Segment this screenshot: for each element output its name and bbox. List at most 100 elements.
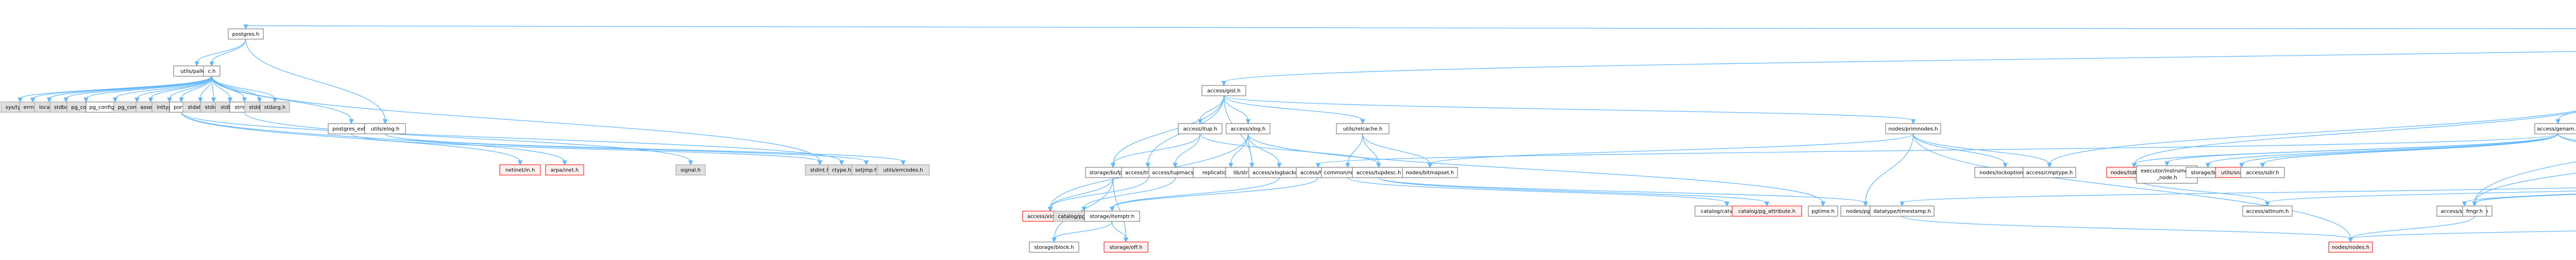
arrowhead-icon xyxy=(901,160,906,166)
graph-node-itup[interactable]: access/itup.h xyxy=(1178,123,1223,134)
graph-node-bitmapset[interactable]: nodes/bitmapset.h xyxy=(1402,167,1458,178)
arrowhead-icon xyxy=(863,160,869,166)
node-label: access/gist.h xyxy=(1207,89,1241,94)
edge-c-to-assert xyxy=(150,76,212,99)
graph-node-itemptr[interactable]: storage/itemptr.h xyxy=(1084,211,1140,222)
arrowhead-icon xyxy=(1820,201,1826,207)
arrowhead-icon xyxy=(1109,206,1115,212)
arrowhead-icon xyxy=(179,97,184,103)
node-box xyxy=(1201,85,1246,96)
graph-node-gist[interactable]: access/gist.h xyxy=(1201,85,1246,96)
node-label: catalog/pg_type_d.h xyxy=(1058,214,1110,220)
graph-node-elog[interactable]: utils/elog.h xyxy=(364,123,406,134)
node-box xyxy=(1885,123,1941,134)
arrowhead-icon xyxy=(63,97,69,103)
arrowhead-icon xyxy=(18,97,23,103)
arrowhead-icon xyxy=(1173,163,1178,168)
graph-node-errcodes[interactable]: utils/errcodes.h xyxy=(876,164,930,176)
graph-node-tupdesc[interactable]: access/tupdesc.h xyxy=(1352,167,1405,178)
graph-node-arpa[interactable]: arpa/inet.h xyxy=(545,164,584,176)
node-label: signal.h xyxy=(681,168,701,174)
edge-itup-to-tupdesc xyxy=(1199,133,1379,165)
node-label: storage/itemptr.h xyxy=(1090,214,1134,220)
node-box xyxy=(876,164,930,176)
graph-node-sdir[interactable]: access/sdir.h xyxy=(2240,167,2285,178)
edge-genam-to-snapshot xyxy=(2241,133,2558,165)
graph-node-xlogbackup[interactable]: access/xlogbackup.h xyxy=(1248,167,1310,178)
edge-relcache-to-relpath xyxy=(1347,133,1363,165)
arrowhead-icon xyxy=(2047,163,2052,168)
node-box xyxy=(1732,205,1802,217)
edge-c-to-pgconfigos xyxy=(137,76,212,99)
edge-c-to-postgresext xyxy=(211,76,352,121)
node-label: c.h xyxy=(208,69,215,75)
graph-node-genam[interactable]: access/genam.h xyxy=(2534,123,2576,134)
edge-postgres-to-elog xyxy=(245,39,386,121)
edge-fmgr-to-nodes xyxy=(2350,216,2475,239)
graph-node-pgtime[interactable]: pgtime.h xyxy=(1808,205,1838,217)
graph-node-pgattribute[interactable]: catalog/pg_attribute.h xyxy=(1732,205,1802,217)
node-box xyxy=(260,101,290,113)
edge-relcache-to-tupdesc xyxy=(1362,133,1379,165)
node-label: stdio.h xyxy=(205,105,223,111)
arrowhead-icon xyxy=(30,97,36,103)
node-label: locale.h xyxy=(39,105,59,111)
graph-node-dtimestamp[interactable]: datatype/timestamp.h xyxy=(1870,205,1935,217)
arrowhead-icon xyxy=(1277,163,1282,168)
graph-node-primnodes[interactable]: nodes/primnodes.h xyxy=(1885,123,1941,134)
arrowhead-icon xyxy=(349,119,354,125)
graph-node-nodes[interactable]: nodes/nodes.h xyxy=(2328,241,2373,253)
graph-node-block[interactable]: storage/block.h xyxy=(1029,241,1079,253)
node-box xyxy=(1226,123,1270,134)
edge-skey-to-fmgr xyxy=(2474,194,2576,203)
graph-node-setjmp[interactable]: setjmp.h xyxy=(851,164,882,176)
graph-node-netinet[interactable]: netinet/in.h xyxy=(499,164,541,176)
edge-skey-to-attnum xyxy=(2267,190,2576,203)
node-box xyxy=(499,164,541,176)
arrowhead-icon xyxy=(2131,163,2137,168)
edge-c-to-stdalign xyxy=(200,76,212,99)
graph-node-signal[interactable]: signal.h xyxy=(675,164,706,176)
graph-node-stdint[interactable]: stdint.h xyxy=(805,164,835,176)
node-box xyxy=(1402,167,1458,178)
graph-node-attnum[interactable]: access/attnum.h xyxy=(2242,205,2293,217)
edge-genam-to-sdir xyxy=(2262,133,2558,165)
edge-primnodes-to-nodes xyxy=(1912,133,2351,239)
arrowhead-icon xyxy=(817,160,823,166)
arrowhead-icon xyxy=(2462,201,2467,207)
node-box xyxy=(2328,241,2373,253)
arrowhead-icon xyxy=(1249,163,1255,168)
arrowhead-icon xyxy=(2164,161,2170,167)
edge-itemptr-to-off xyxy=(1111,221,1127,239)
arrowhead-icon xyxy=(242,97,247,103)
node-label: ctype.h xyxy=(832,168,851,174)
graph-node-cmptype[interactable]: access/cmptype.h xyxy=(2023,167,2076,178)
graph-node-lockoptions[interactable]: nodes/lockoptions.h xyxy=(1974,167,2036,178)
graph-node-xlog[interactable]: access/xlog.h xyxy=(1226,123,1270,134)
arrowhead-icon xyxy=(2472,201,2477,207)
node-label: catalog/catversion.h xyxy=(1701,209,1753,215)
node-label: access/xlog.h xyxy=(1231,127,1266,132)
edge-primnodes-to-pglist xyxy=(1865,133,1914,203)
node-label: port.h xyxy=(174,105,189,111)
graph-node-stdarg[interactable]: stdarg.h xyxy=(260,101,290,113)
edge-itemptr-to-block xyxy=(1054,221,1113,239)
node-label: nodes/tidbitmap.h xyxy=(2111,170,2158,176)
edge-port-to-netinet xyxy=(181,112,521,162)
node-label: netinet/in.h xyxy=(505,168,535,174)
edge-genam-to-instrument xyxy=(2166,133,2558,163)
graph-node-ctype[interactable]: ctype.h xyxy=(828,164,855,176)
graph-node-relcache[interactable]: utils/relcache.h xyxy=(1336,123,1389,134)
arrowhead-icon xyxy=(257,97,262,103)
node-label: access/xlogbackup.h xyxy=(1252,170,1306,176)
edge-port-to-arpa xyxy=(181,112,565,162)
node-label: nodes/pg_list.h xyxy=(1846,209,1885,215)
graph-node-postgres[interactable]: postgres.h xyxy=(228,28,264,40)
edge-array-to-fmgr xyxy=(2474,161,2576,203)
graph-node-fmgr[interactable]: fmgr.h xyxy=(2462,205,2487,217)
arrowhead-icon xyxy=(112,97,118,103)
edge-c-to-inttypes xyxy=(169,76,212,99)
graph-node-off[interactable]: storage/off.h xyxy=(1104,241,1148,253)
graph-node-c[interactable]: c.h xyxy=(203,65,221,77)
